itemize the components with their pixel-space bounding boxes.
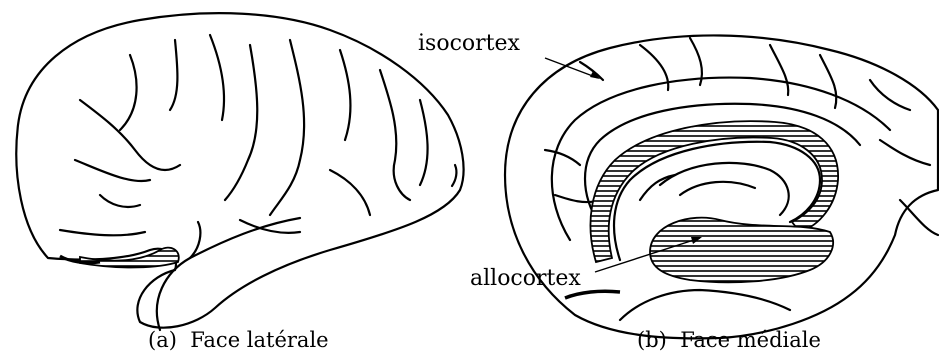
caption-medial-face: (b) Face médiale <box>637 330 821 351</box>
allocortex-label: allocortex <box>470 268 581 290</box>
isocortex-label: isocortex <box>418 33 520 55</box>
medial-face-drawing <box>505 35 938 338</box>
lateral-outline <box>16 13 463 328</box>
medial-outline <box>505 35 938 338</box>
lateral-allocortex-region <box>80 248 179 268</box>
caption-medial-index: (b) <box>637 330 667 351</box>
caption-lateral-face: (a) Face latérale <box>148 330 329 351</box>
caption-medial-text: Face médiale <box>680 330 821 351</box>
caption-lateral-index: (a) <box>148 330 177 351</box>
caption-lateral-text: Face latérale <box>190 330 328 351</box>
medial-hippocampus-region <box>650 218 833 283</box>
lateral-face-drawing <box>16 13 463 330</box>
